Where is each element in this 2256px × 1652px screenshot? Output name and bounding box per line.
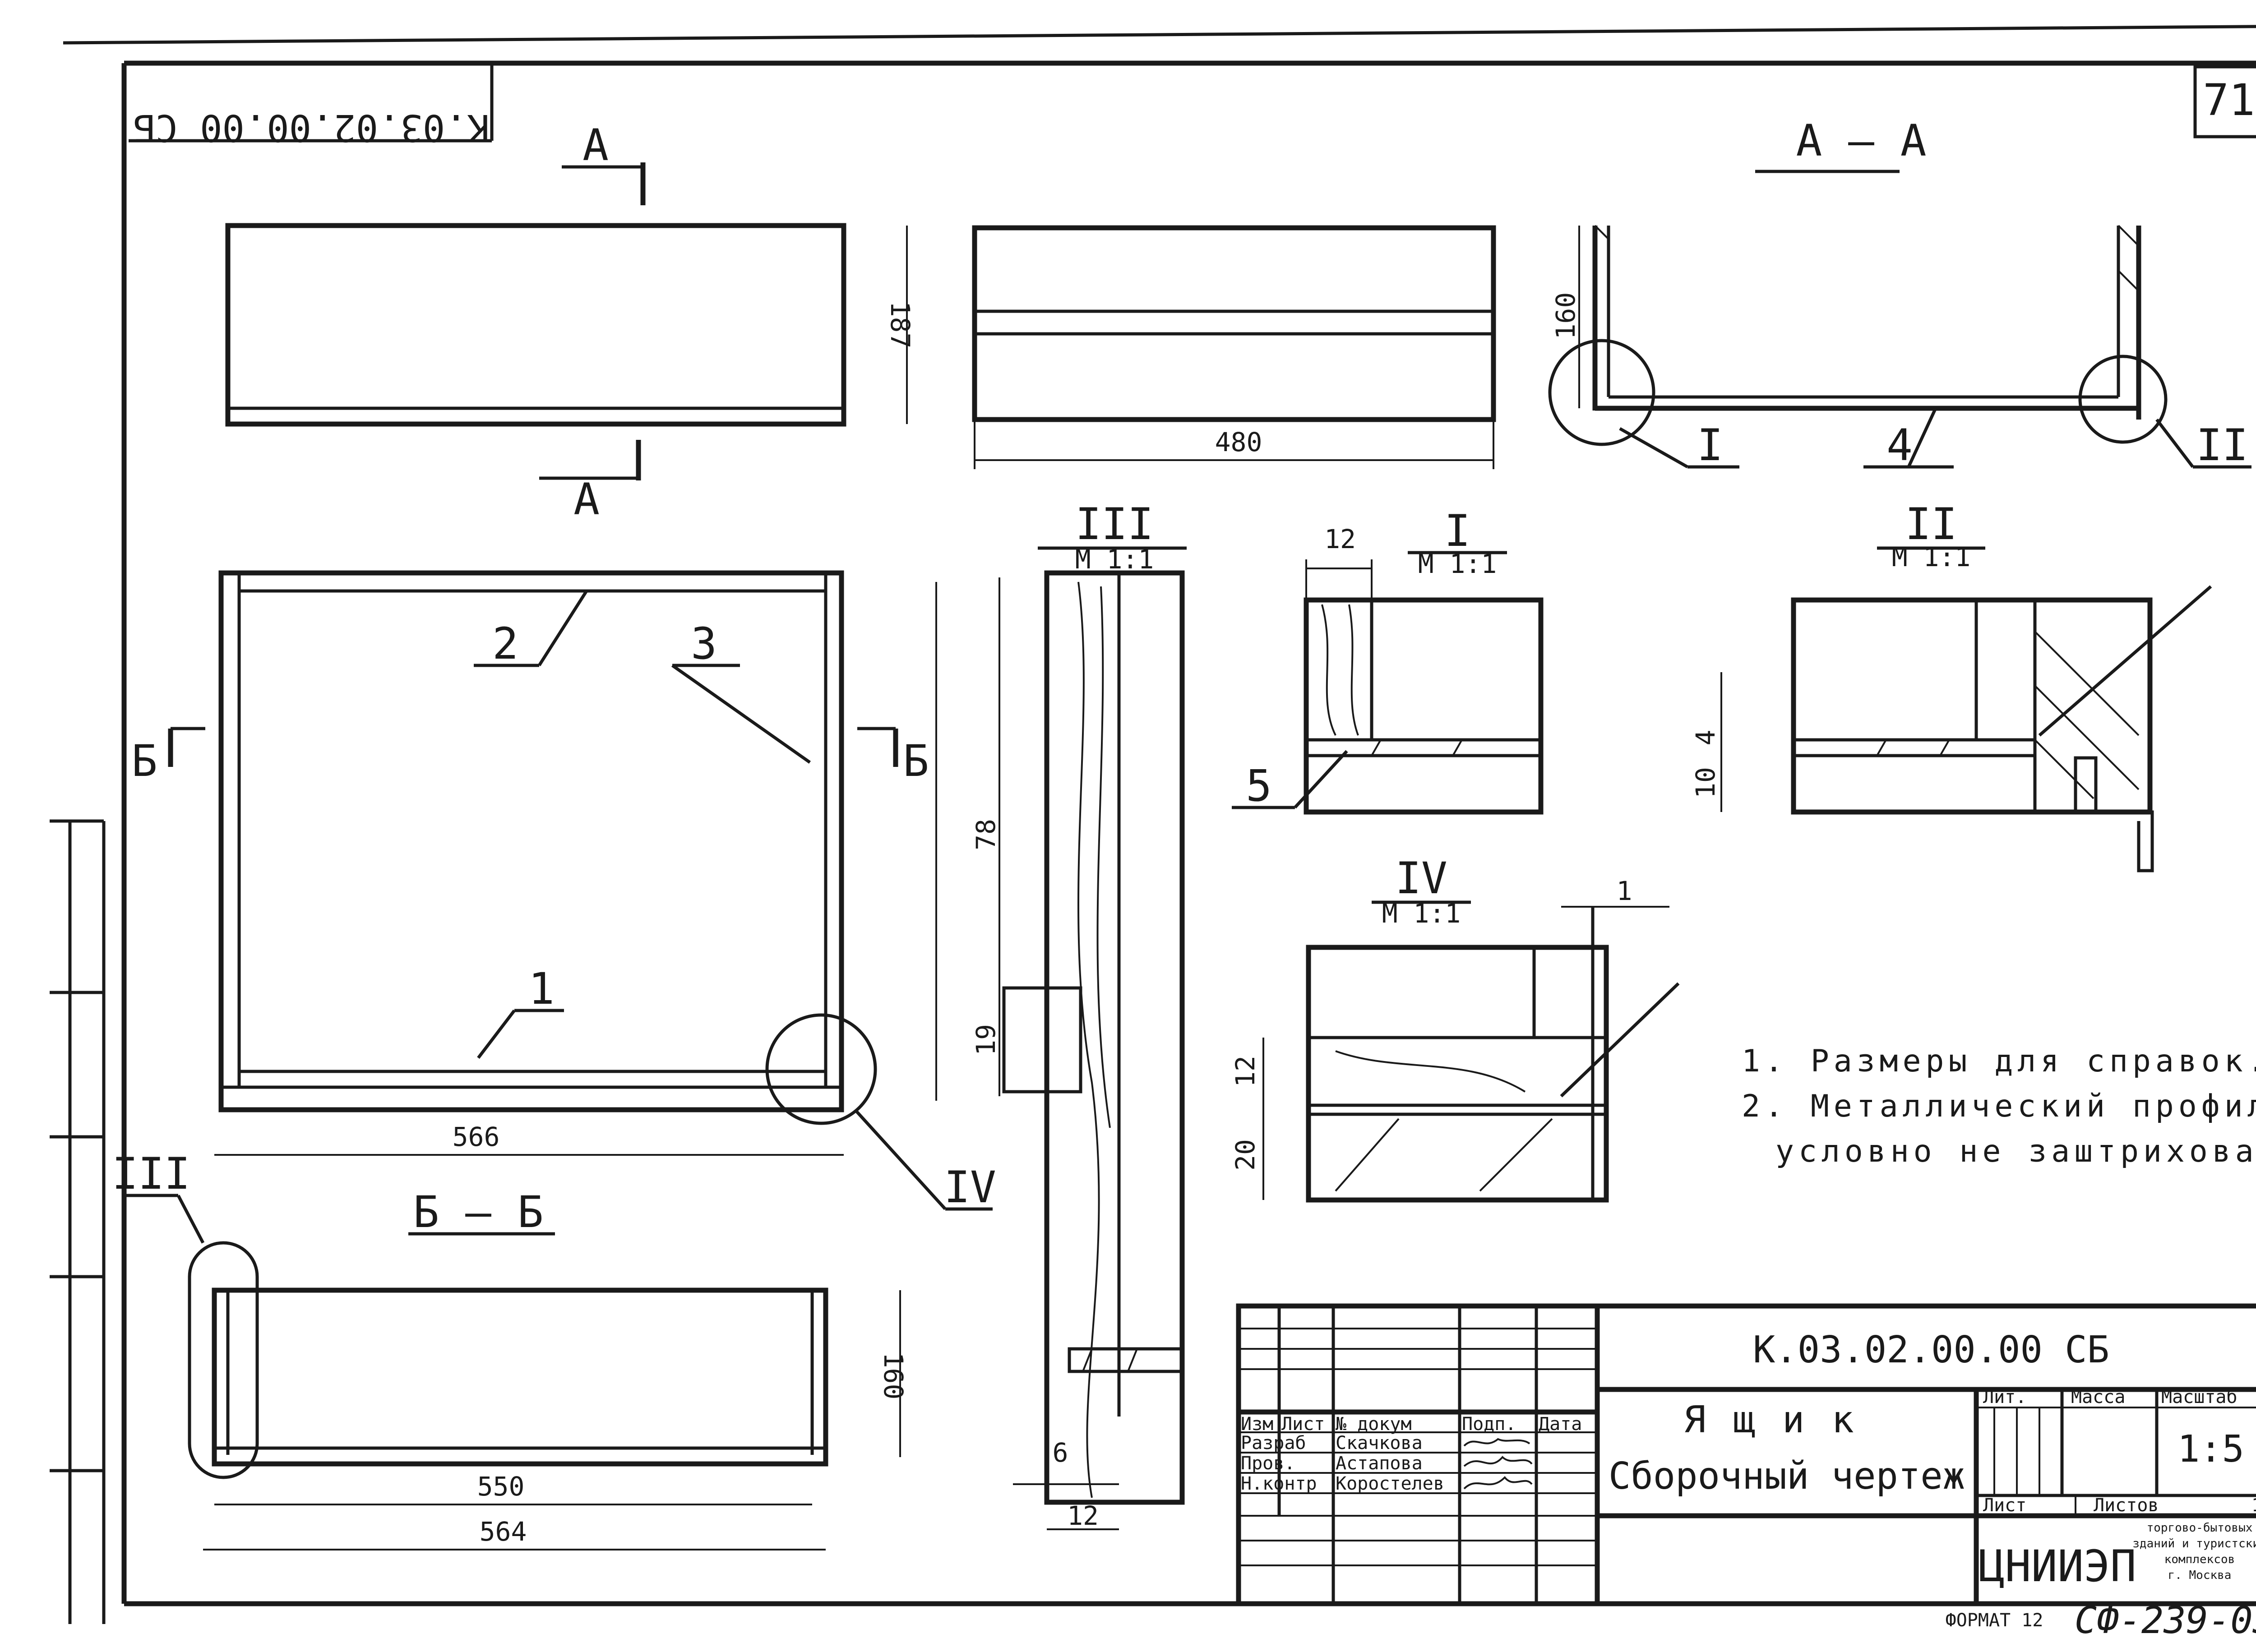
mirrored-code: К.03.02.00.00 СБ bbox=[133, 106, 490, 149]
sheet-label: Лист bbox=[1983, 1495, 2026, 1516]
dim-6: 6 bbox=[1053, 1437, 1068, 1468]
section-bb-title: Б — Б bbox=[413, 1187, 544, 1237]
section-bb: Б — Б III 160 550 564 bbox=[112, 1149, 909, 1550]
title-block: Изм Лист № докум Подп. Дата Разраб Скачк… bbox=[1236, 1303, 2256, 1606]
person-astapova: Астапова bbox=[1336, 1453, 1423, 1474]
dim-187: 187 bbox=[885, 301, 915, 349]
signature-1 bbox=[1463, 1438, 1530, 1447]
detail-4-title: IV bbox=[1395, 853, 1447, 904]
role-razrab: Разраб bbox=[1241, 1433, 1306, 1454]
doc-code: К.03.02.00.00 СБ bbox=[1753, 1329, 2109, 1371]
front-view: А А 187 bbox=[225, 120, 915, 525]
note-2: 2. Металлический профиль bbox=[1742, 1089, 2256, 1124]
callout-1: 1 bbox=[528, 964, 555, 1014]
notes: 1. Размеры для справок. 2. Металлический… bbox=[1742, 1043, 2256, 1169]
dim-19: 19 bbox=[971, 1024, 1001, 1056]
dim-20-d4: 20 bbox=[1230, 1139, 1261, 1171]
dim-12-d1: 12 bbox=[1324, 524, 1356, 554]
scale-value: 1:5 bbox=[2177, 1428, 2244, 1471]
detail-1-scale: М 1:1 bbox=[1418, 549, 1497, 579]
callout-3: 3 bbox=[691, 618, 717, 669]
dim-160-bb: 160 bbox=[878, 1352, 909, 1400]
callout-5: 5 bbox=[1246, 761, 1272, 811]
org-line-4: г. Москва bbox=[2168, 1569, 2232, 1582]
side-view: 480 bbox=[972, 225, 1496, 469]
cut-a-top: А bbox=[582, 120, 609, 171]
product-name: Ящик bbox=[1683, 1398, 1881, 1441]
dim-480: 480 bbox=[1215, 427, 1262, 457]
dim-12-d4: 12 bbox=[1230, 1056, 1261, 1087]
dim-564: 564 bbox=[480, 1516, 527, 1547]
plan-view: 2 3 1 Б Б IV 566 bbox=[131, 570, 996, 1213]
detail-4-circle bbox=[765, 1013, 877, 1125]
dim-78: 78 bbox=[971, 819, 1001, 850]
detail-1-title: I bbox=[1444, 506, 1470, 556]
detail-4-scale: М 1:1 bbox=[1382, 898, 1461, 929]
org-line-1: торгово-бытовых bbox=[2147, 1521, 2253, 1535]
sheets-value: 1 bbox=[2251, 1495, 2256, 1516]
detail-1-ref: I bbox=[1697, 420, 1723, 471]
dim-4-d2: 4 bbox=[1690, 730, 1721, 746]
detail-3-view: III М 1:1 78 19 6 12 bbox=[971, 499, 1187, 1531]
cut-b-left: Б bbox=[131, 736, 157, 786]
detail-3-title: III bbox=[1075, 499, 1153, 549]
cut-b-right: Б bbox=[903, 736, 929, 786]
page-number-box: 71 bbox=[2193, 65, 2256, 138]
person-skachkova: Скачкова bbox=[1336, 1433, 1423, 1454]
section-aa-title: А — А bbox=[1796, 115, 1927, 166]
callout-4: 4 bbox=[1886, 420, 1913, 471]
hdr-doc: № докум bbox=[1336, 1414, 1412, 1435]
detail-2-view: II М 1:1 4 10 bbox=[1690, 499, 2212, 872]
sheet-frame bbox=[50, 25, 2256, 1624]
dim-12-d3: 12 bbox=[1067, 1500, 1099, 1531]
detail-2-title: II bbox=[1905, 499, 1957, 549]
dim-160-aa: 160 bbox=[1550, 292, 1581, 340]
mirrored-code-box: К.03.02.00.00 СБ bbox=[129, 65, 494, 149]
sheets-label: Листов bbox=[2094, 1495, 2159, 1516]
note-3: условно не заштрихован. bbox=[1775, 1134, 2256, 1169]
hdr-sign: Подп. bbox=[1462, 1414, 1516, 1435]
hdr-izm: Изм bbox=[1241, 1414, 1273, 1435]
person-korostelev: Коростелев bbox=[1336, 1473, 1444, 1494]
detail-4-ref: IV bbox=[944, 1162, 996, 1213]
album-code: СФ-239-03 bbox=[2075, 1599, 2256, 1642]
role-nkontr: Н.контр bbox=[1241, 1473, 1317, 1494]
detail-2-ref: II bbox=[2196, 420, 2248, 471]
section-aa: А — А I II 4 160 bbox=[1548, 115, 2251, 471]
hdr-date: Дата bbox=[1539, 1414, 1582, 1435]
format-label: ФОРМАТ 12 bbox=[1946, 1610, 2043, 1631]
org-line-3: комплексов bbox=[2164, 1553, 2235, 1566]
lit-label: Лит. bbox=[1983, 1387, 2026, 1407]
dim-1-d4: 1 bbox=[1617, 876, 1632, 906]
scale-label: Масштаб bbox=[2161, 1387, 2238, 1407]
dim-10-d2: 10 bbox=[1690, 767, 1721, 798]
mass-label: Масса bbox=[2071, 1387, 2125, 1407]
dim-566: 566 bbox=[453, 1121, 500, 1152]
detail-1-circle bbox=[1548, 339, 1655, 446]
hdr-list: Лист bbox=[1281, 1414, 1325, 1435]
note-1: 1. Размеры для справок. bbox=[1742, 1043, 2256, 1079]
page-number: 71 bbox=[2203, 75, 2255, 125]
cut-a-bottom: А bbox=[573, 474, 600, 525]
signature-3 bbox=[1463, 1476, 1533, 1490]
callout-2: 2 bbox=[492, 618, 518, 669]
detail-4-view: IV М 1:1 1 12 20 bbox=[1230, 853, 1680, 1203]
org-logo: ЦНИИЭП bbox=[1979, 1541, 2136, 1592]
detail-1-view: I М 1:1 12 5 bbox=[1232, 506, 1544, 815]
dim-550: 550 bbox=[477, 1471, 525, 1502]
detail-3-scale: М 1:1 bbox=[1075, 544, 1154, 575]
signature-2 bbox=[1463, 1456, 1533, 1467]
detail-2-scale: М 1:1 bbox=[1892, 542, 1971, 572]
org-line-2: зданий и туристских bbox=[2132, 1537, 2256, 1550]
product-subtitle: Сборочный чертеж bbox=[1609, 1455, 1965, 1498]
detail-2-circle bbox=[2078, 355, 2168, 444]
role-prov: Пров. bbox=[1241, 1453, 1295, 1474]
detail-3-oval bbox=[188, 1241, 259, 1479]
detail-3-ref: III bbox=[112, 1149, 190, 1199]
